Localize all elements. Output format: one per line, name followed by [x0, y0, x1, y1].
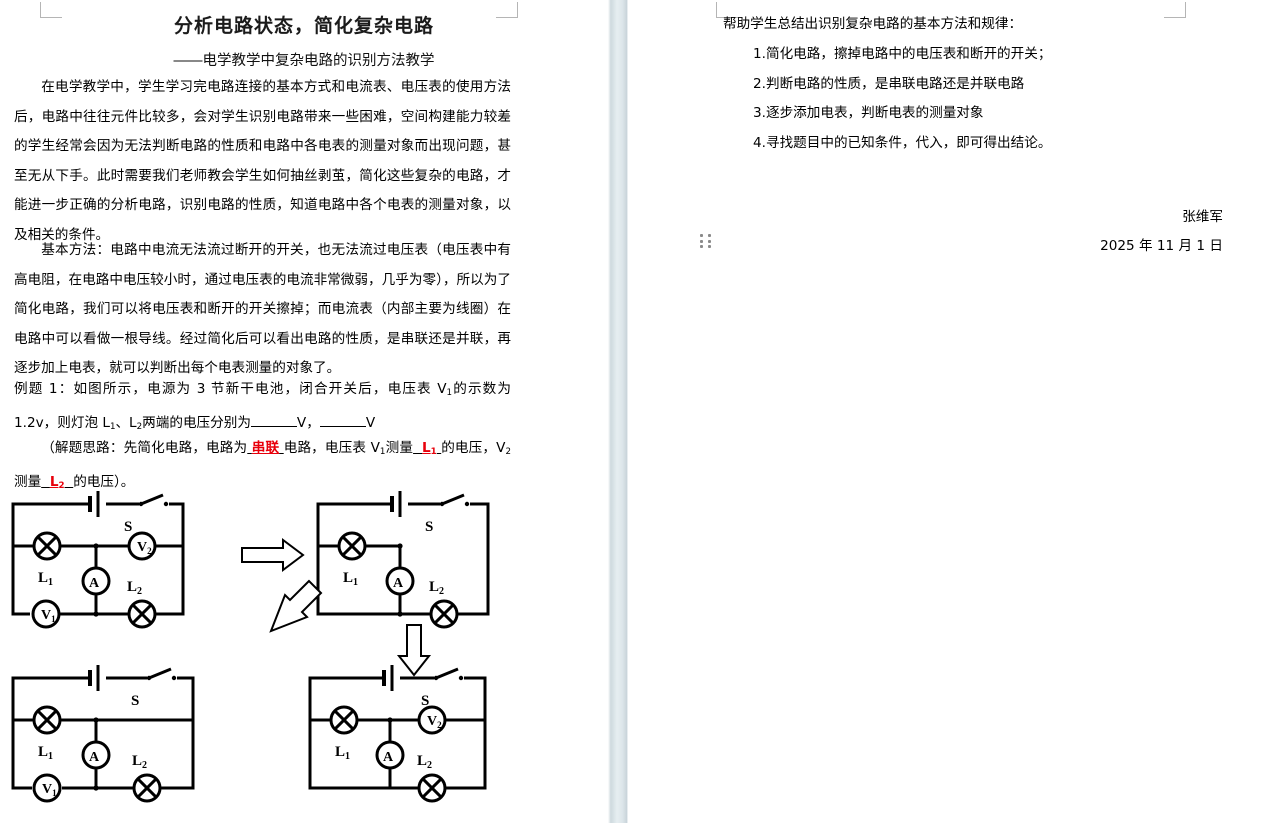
paragraph-introduction: 在电学教学中，学生学习完电路连接的基本方式和电流表、电压表的使用方法后，电路中往…	[14, 79, 511, 243]
solution-mid-text-1: 电路，电压表 V	[283, 440, 380, 456]
solution-close-text: 的电压）。	[73, 473, 135, 490]
label-l1-c2: L1	[343, 570, 358, 588]
solution-open-text: （解题思路：先简化电路，电路为	[41, 440, 248, 456]
list-item: 2.判断电路的性质，是串联电路还是并联电路	[753, 75, 1025, 92]
ammeter-symbol-c4	[375, 740, 405, 770]
label-l2-c1: L2	[127, 579, 142, 597]
solution-mid-text-2: 测量	[385, 440, 414, 456]
ammeter-symbol-c3	[81, 740, 111, 770]
voltmeter-v1-symbol	[31, 599, 61, 629]
example-unit-1: V，	[296, 414, 320, 431]
summary-lead-text: 帮助学生总结出识别复杂电路的基本方法和规律：	[723, 16, 1023, 32]
example-l2-subscript: 2	[136, 421, 143, 432]
label-l1-c3: L1	[38, 744, 53, 762]
example-question-part4: 两端的电压分别为	[142, 414, 251, 431]
solution-answer-circuit-type[interactable]: 串联	[251, 440, 280, 456]
document-page-left: 分析电路状态，简化复杂电路 ――电学教学中复杂电路的识别方法教学 在电学教学中，…	[0, 0, 608, 823]
arrow-down	[396, 624, 432, 677]
page-separator-gutter	[608, 0, 628, 823]
drag-handle-icon[interactable]	[700, 234, 713, 249]
example-unit-2: V	[365, 414, 376, 431]
solution-mid-text-3: 的电压，V	[441, 440, 506, 456]
circuit-figure-group: S V2 A V1 L1 L2	[0, 486, 608, 823]
answer-blank-1[interactable]	[250, 425, 297, 427]
solution-answer-v1-measures[interactable]: L1	[422, 440, 437, 457]
solution-v2-subscript: 2	[505, 446, 511, 457]
label-ammeter-c3: A	[89, 750, 100, 765]
document-page-right: 帮助学生总结出识别复杂电路的基本方法和规律： 1.简化电路，擦掉电路中的电压表和…	[628, 0, 1263, 823]
summary-list: 1.简化电路，擦掉电路中的电压表和断开的开关； 2.判断电路的性质，是串联电路还…	[753, 40, 1233, 158]
label-switch-c1: S	[124, 519, 132, 535]
arrow-right	[241, 538, 305, 572]
label-ammeter-c1: A	[89, 576, 100, 591]
page-title: 分析电路状态，简化复杂电路	[173, 16, 434, 37]
voltmeter-v1-symbol-c3	[32, 773, 62, 803]
example-v1-subscript: 1	[446, 387, 453, 398]
author-signature: 张维军	[1182, 209, 1223, 225]
label-l2-c3: L2	[132, 753, 147, 771]
solution-underline-lead-2	[413, 440, 422, 456]
ammeter-symbol-c2	[385, 566, 415, 596]
circuit-simplified	[316, 489, 490, 629]
solution-answer-v2-measures[interactable]: L2	[49, 473, 65, 491]
page-subtitle: ――电学教学中复杂电路的识别方法教学	[173, 53, 435, 69]
example-question-part3: 、L	[115, 414, 137, 431]
answer-blank-2[interactable]	[319, 425, 366, 427]
label-l1-c4: L1	[335, 744, 350, 762]
paragraph-example-question: 例题 1：如图所示，电源为 3 节新干电池，闭合开关后，电压表 V1的示数为 1…	[14, 375, 511, 442]
example-question-part1: 如图所示，电源为 3 节新干电池，闭合开关后，电压表 V	[73, 381, 447, 397]
circuit-with-v2	[308, 663, 487, 803]
circuit-original	[11, 489, 185, 629]
circuit-with-v1	[11, 663, 195, 803]
label-l1-c1: L1	[38, 570, 53, 588]
list-item: 1.简化电路，擦掉电路中的电压表和断开的开关；	[753, 46, 1052, 62]
label-ammeter-c2: A	[393, 576, 404, 591]
solution-v1-subscript: 1	[379, 446, 386, 457]
voltmeter-v2-symbol-c4	[417, 705, 447, 735]
voltmeter-v2-symbol	[127, 531, 157, 561]
label-switch-c2: S	[425, 519, 433, 535]
solution-mid-text-4: 测量	[14, 473, 42, 490]
paragraph-basic-method: 基本方法：电路中电流无法流过断开的开关，也无法流过电压表（电压表中有高电阻，在电…	[14, 242, 511, 377]
label-switch-c4: S	[421, 693, 429, 709]
list-item: 3.逐步添加电表，判断电表的测量对象	[753, 105, 984, 122]
label-l2-c4: L2	[417, 753, 432, 771]
label-ammeter-c4: A	[383, 750, 394, 765]
label-l2-c2: L2	[429, 579, 444, 597]
paragraph-example-solution: （解题思路：先简化电路，电路为 串联 电路，电压表 V1测量 L1 的电压，V2…	[14, 434, 511, 501]
list-item: 4.寻找题目中的已知条件，代入，即可得出结论。	[753, 134, 1052, 151]
ammeter-symbol	[81, 566, 111, 596]
document-date: 2025 年 11 月 1 日	[1100, 238, 1223, 254]
example-l1-subscript: 1	[109, 421, 116, 432]
label-switch-c3: S	[131, 693, 139, 709]
example-label: 例题 1：	[14, 381, 74, 397]
arrow-diagonal-down-left	[269, 579, 323, 633]
example-question-part2: 的示数为 1.2v，则灯泡 L	[14, 381, 511, 431]
